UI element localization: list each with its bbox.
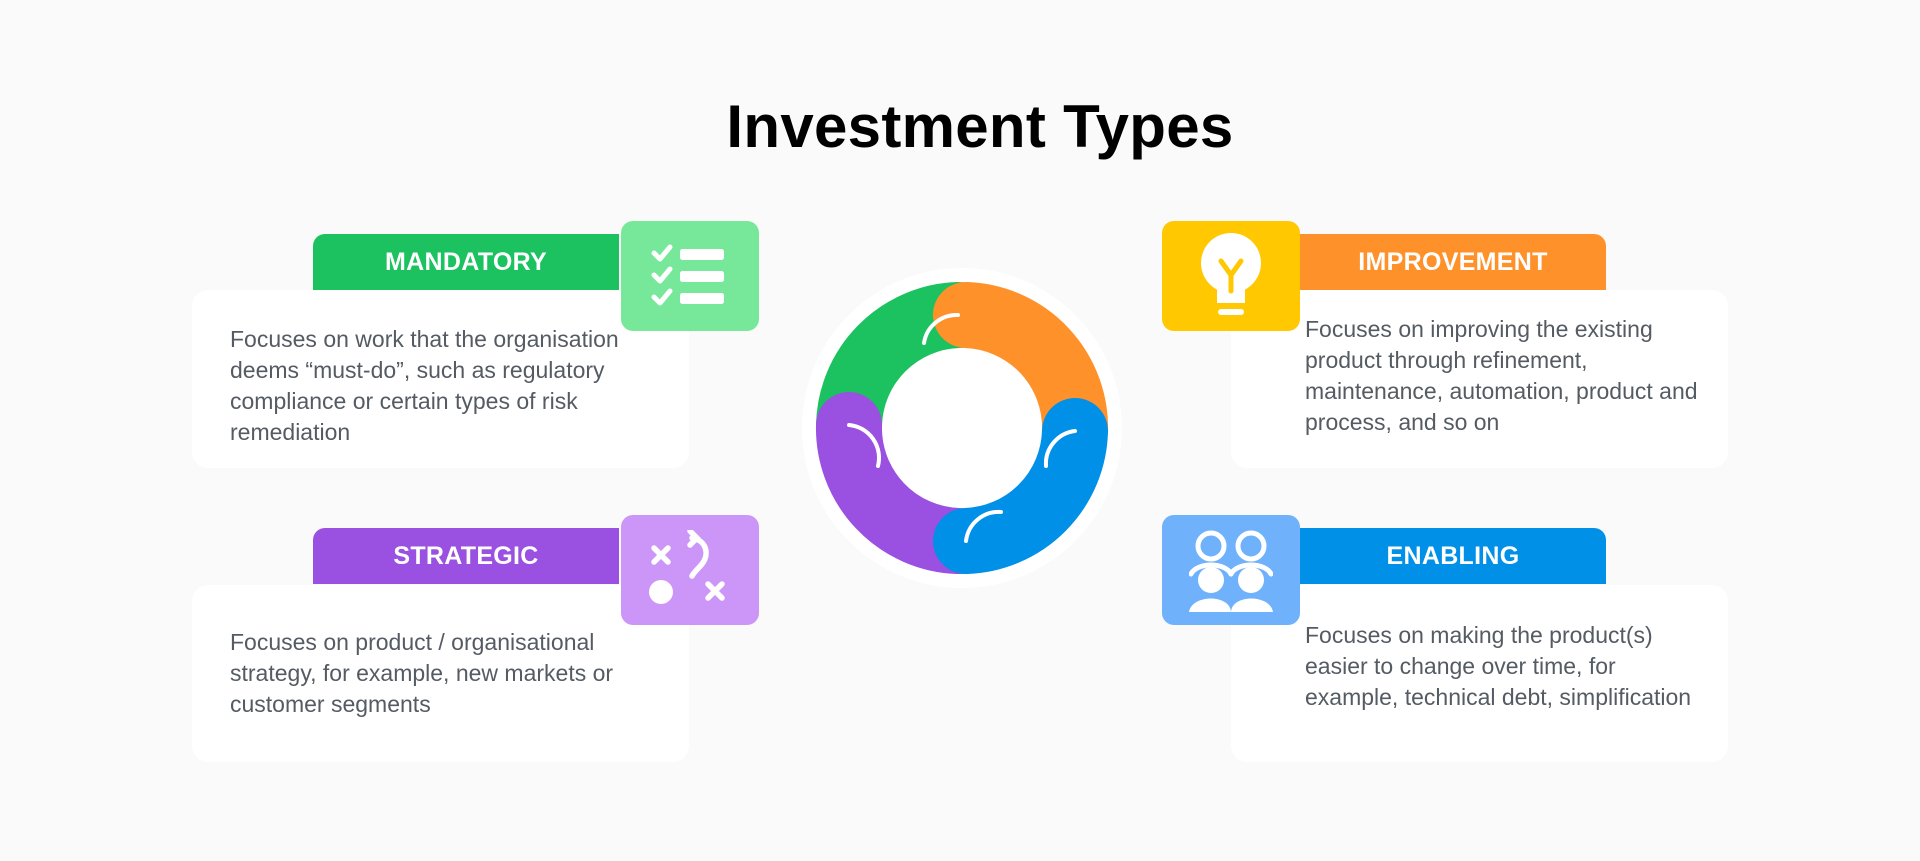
strategic-card: Focuses on product / organisational stra… xyxy=(192,585,689,762)
team-icon xyxy=(1189,530,1273,612)
enabling-label: ENABLING xyxy=(1300,528,1606,584)
ring-segment-enabling xyxy=(933,398,1108,574)
lightbulb-icon xyxy=(1201,233,1261,315)
strategic-label: STRATEGIC xyxy=(313,528,619,584)
mandatory-card: Focuses on work that the organisation de… xyxy=(192,290,689,468)
mandatory-icon-box xyxy=(621,221,759,331)
improvement-card: Focuses on improving the existing produc… xyxy=(1231,290,1728,468)
strategy-play-icon xyxy=(649,530,725,604)
strategic-icon-box xyxy=(621,515,759,625)
cycle-ring xyxy=(802,268,1122,588)
enabling-icon-box xyxy=(1162,515,1300,625)
improvement-description: Focuses on improving the existing produc… xyxy=(1305,316,1698,435)
mandatory-description: Focuses on work that the organisation de… xyxy=(230,326,619,445)
enabling-description: Focuses on making the product(s) easier … xyxy=(1305,622,1692,710)
strategic-description: Focuses on product / organisational stra… xyxy=(230,629,614,717)
improvement-label: IMPROVEMENT xyxy=(1300,234,1606,290)
page-title: Investment Types xyxy=(726,93,1234,160)
improvement-icon-box xyxy=(1162,221,1300,331)
enabling-card: Focuses on making the product(s) easier … xyxy=(1231,585,1728,762)
mandatory-label: MANDATORY xyxy=(313,234,619,290)
checklist-icon xyxy=(651,244,724,306)
